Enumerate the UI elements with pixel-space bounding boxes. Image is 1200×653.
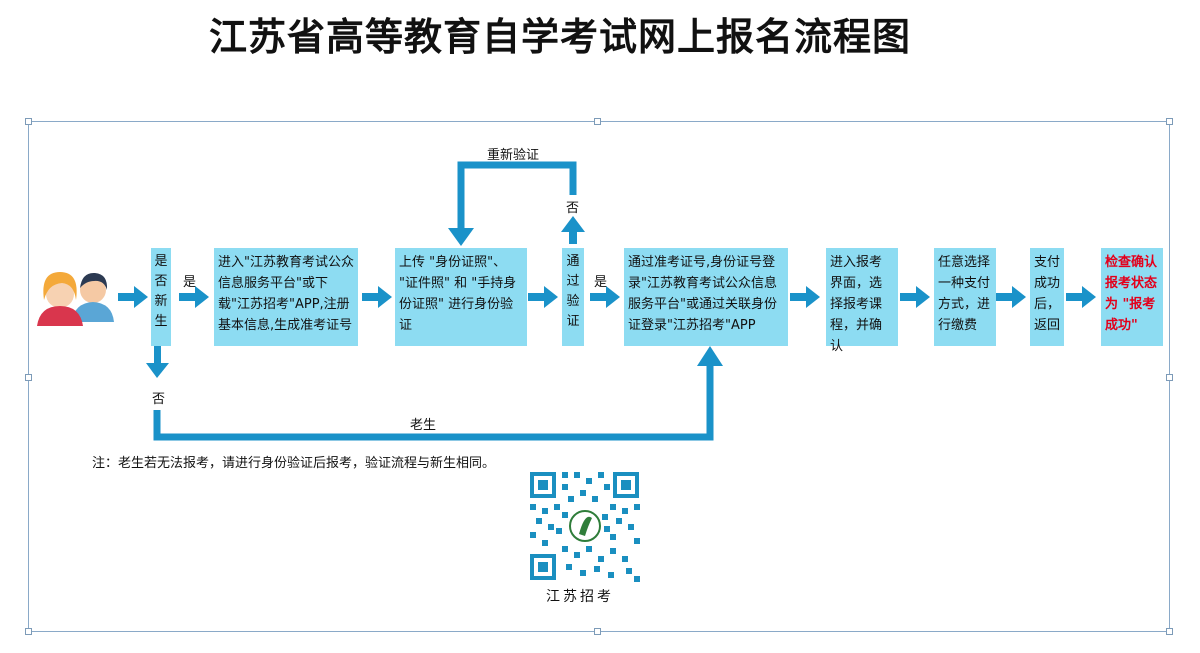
step-enroll-courses: 进入报考界面，选择报考课程，并确认	[826, 248, 898, 354]
label-reverify: 重新验证	[487, 148, 540, 163]
page-title: 江苏省高等教育自学考试网上报名流程图	[208, 15, 911, 59]
step-payment-success-return: 支付成功后，返回	[1030, 248, 1064, 346]
frame-handle	[594, 118, 601, 125]
frame-handle	[25, 374, 32, 381]
frame-handle	[1166, 628, 1173, 635]
frame-handle	[25, 628, 32, 635]
step-verification-passed-question: 通过验证	[562, 248, 584, 346]
frame-handle	[1166, 118, 1173, 125]
students-icon	[37, 272, 114, 326]
frame-handle	[25, 118, 32, 125]
label-no-old-student: 否	[152, 392, 166, 407]
label-yes-verified: 是	[594, 275, 608, 290]
step-register: 进入"江苏教育考试公众信息服务平台"或下载"江苏招考"APP,注册基本信息,生成…	[214, 248, 358, 346]
label-no-not-verified: 否	[566, 201, 580, 216]
step-payment: 任意选择一种支付方式，进行缴费	[934, 248, 996, 346]
step-upload-photos: 上传 "身份证照"、 "证件照" 和 "手持身份证照" 进行身份验证	[395, 248, 527, 346]
frame-handle	[1166, 374, 1173, 381]
label-old-student: 老生	[410, 418, 437, 433]
qr-code	[528, 470, 642, 582]
step-check-status: 检查确认报考状态为 "报考成功"	[1101, 248, 1163, 346]
step-new-student-question: 是否新生	[151, 248, 171, 346]
step-login: 通过准考证号,身份证号登录"江苏教育考试公众信息服务平台"或通过关联身份证登录"…	[624, 248, 788, 346]
footnote: 注：老生若无法报考，请进行身份验证后报考，验证流程与新生相同。	[92, 456, 496, 471]
frame-handle	[594, 628, 601, 635]
label-yes-new-student: 是	[183, 275, 197, 290]
qr-caption: 江苏招考	[546, 589, 614, 605]
